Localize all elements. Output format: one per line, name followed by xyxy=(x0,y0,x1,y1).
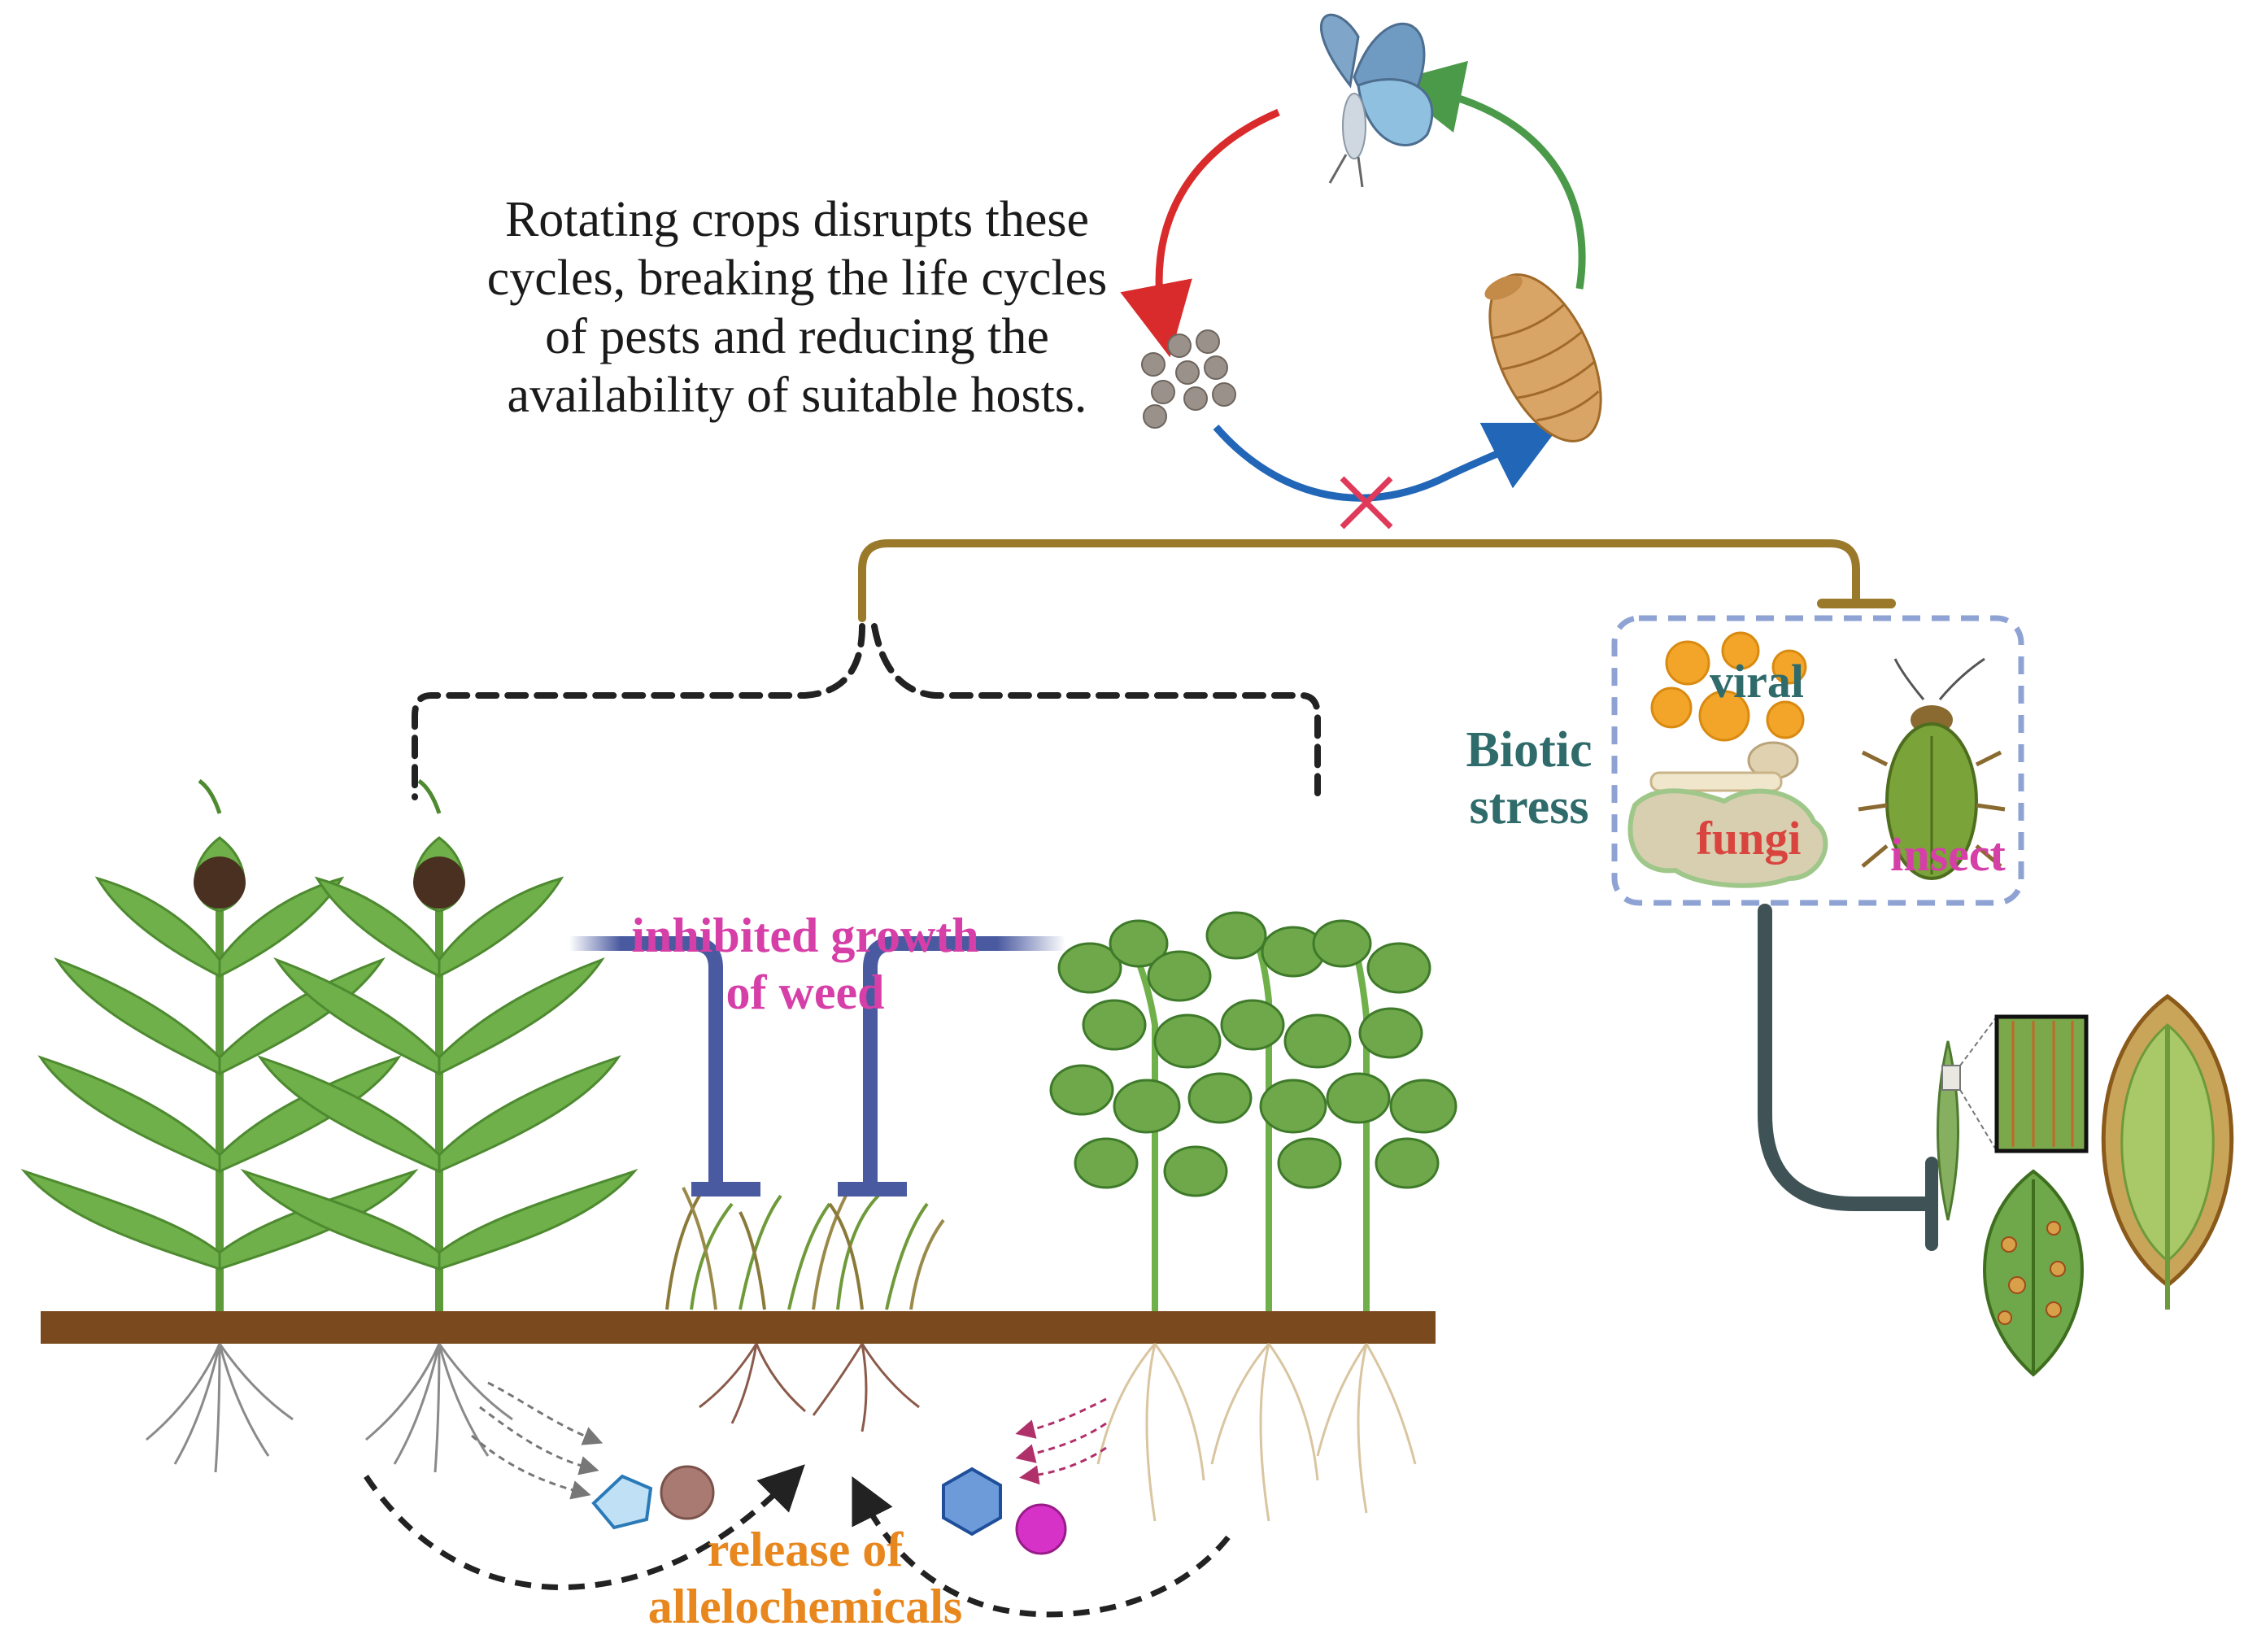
crop-plant-right xyxy=(240,778,638,1311)
release-label-line-1: release of xyxy=(708,1523,904,1576)
weed-patch xyxy=(665,1187,945,1310)
insect-label: insect xyxy=(1890,828,2006,881)
biotic-label-line-2: stress xyxy=(1470,779,1589,835)
diseased-leaf-icon xyxy=(1937,993,2234,1377)
caption-line-3: of pests and reducing the xyxy=(545,309,1049,364)
stress-inhibit-bar xyxy=(1758,904,1938,1251)
seed-head-icon xyxy=(194,857,246,909)
weed-roots xyxy=(699,1343,920,1432)
rotation-bracket xyxy=(412,539,1896,800)
weed-inhibit-bars xyxy=(569,936,1065,1197)
hexagon-molecule-icon xyxy=(942,1467,1002,1536)
soil-line xyxy=(41,1311,1436,1344)
allelochemical-flows xyxy=(471,1381,1107,1500)
biotic-label-line-1: Biotic xyxy=(1466,722,1593,778)
caption-line-4: availability of suitable hosts. xyxy=(508,368,1087,423)
pentagon-molecule-icon xyxy=(591,1474,653,1530)
release-label-line-2: allelochemicals xyxy=(648,1580,963,1633)
crop-roots xyxy=(146,1343,513,1473)
cycle-arrow-blue xyxy=(1213,422,1562,502)
crop-plant-left xyxy=(20,778,419,1311)
inhibited-label-line-1: inhibited growth xyxy=(631,909,978,962)
caption-line-1: Rotating crops disrupts these xyxy=(505,192,1089,247)
release-arrows xyxy=(364,1464,1231,1618)
legume-roots xyxy=(1096,1343,1417,1522)
allelochemical-molecules xyxy=(591,1465,1067,1555)
egg-cluster-icon xyxy=(1141,329,1236,429)
disrupt-cross-icon xyxy=(1340,476,1393,530)
brown-molecule-icon xyxy=(660,1465,715,1520)
pest-life-cycle xyxy=(1120,13,1602,530)
virus-icon xyxy=(1650,631,1807,742)
cycle-arrow-green xyxy=(1388,60,1586,290)
viral-label: viral xyxy=(1710,655,1804,708)
butterfly-icon xyxy=(1319,13,1434,188)
magenta-molecule-icon xyxy=(1015,1503,1067,1555)
inhibited-label-line-2: of weed xyxy=(726,965,885,1019)
legume-plants xyxy=(1049,911,1457,1311)
biotic-stress-box: viral fungi insect xyxy=(1611,615,2024,906)
beetle-icon xyxy=(1858,657,2006,880)
seed-head-icon xyxy=(413,857,465,909)
fungus-icon xyxy=(1627,741,1828,888)
fungi-label: fungi xyxy=(1697,812,1802,865)
caption-line-2: cycles, breaking the life cycles xyxy=(487,251,1108,306)
pupa-icon xyxy=(1484,273,1602,442)
caption: Rotating crops disrupts these cycles, br… xyxy=(487,192,1108,423)
cycle-arrow-red xyxy=(1120,108,1280,358)
